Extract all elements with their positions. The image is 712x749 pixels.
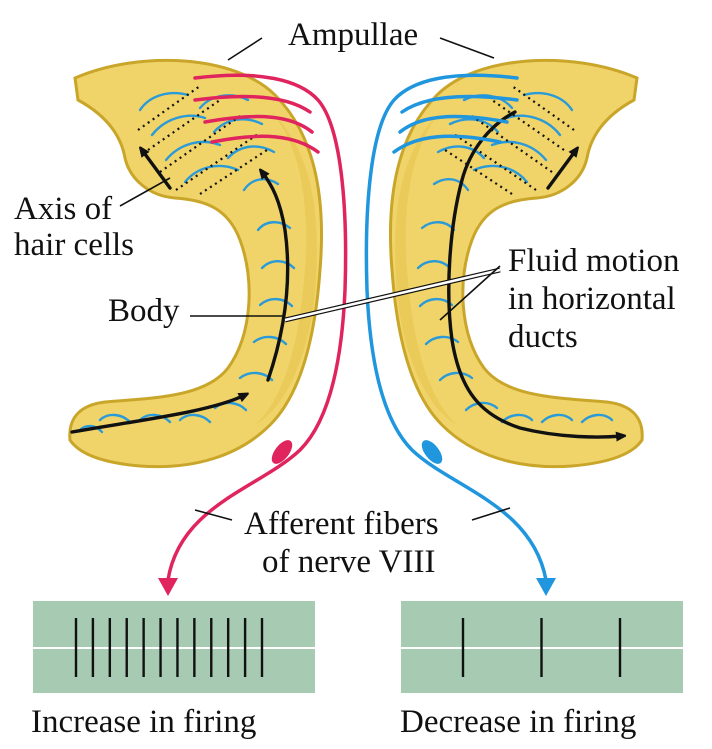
axis-of-hair-cells-label-line1: Axis of: [14, 190, 112, 228]
ampullae-label: Ampullae: [288, 16, 418, 54]
right-nerve-arrowhead: [536, 578, 556, 596]
left-nerve-arrowhead: [158, 578, 178, 596]
right-firing-panel: [401, 601, 683, 693]
afferent-fibers-label-line1: Afferent fibers: [244, 505, 439, 543]
left-firing-panel: [33, 601, 315, 693]
afferent-fibers-label-line2: of nerve VIII: [262, 543, 435, 581]
decrease-in-firing-caption: Decrease in firing: [400, 703, 636, 741]
fluid-motion-label-line1: Fluid motion: [508, 242, 679, 280]
axis-of-hair-cells-label-line2: hair cells: [14, 226, 134, 264]
fluid-motion-label-line2: in horizontal: [508, 280, 676, 318]
right-ganglion: [418, 437, 446, 468]
fluid-motion-label-line3: ducts: [508, 318, 578, 356]
increase-in-firing-caption: Increase in firing: [31, 703, 256, 741]
body-label: Body: [108, 292, 180, 330]
